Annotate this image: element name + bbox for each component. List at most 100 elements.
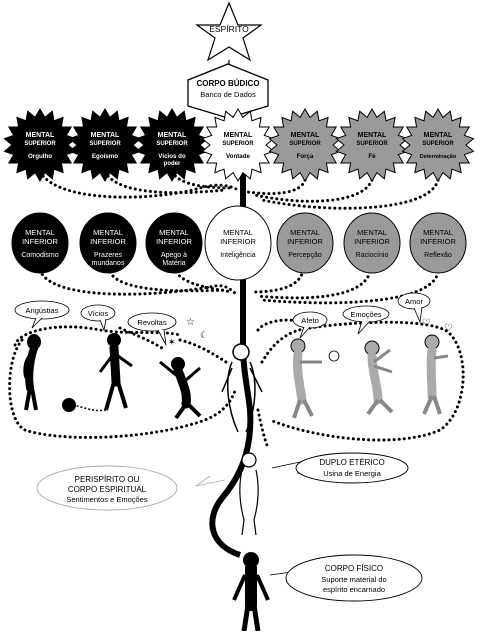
svg-text:☆: ☆ — [186, 317, 195, 328]
emotion-bubbles: Angústias Vícios Revoltas Afeto Emoções … — [14, 292, 431, 346]
node-line-1: MENTAL — [224, 132, 253, 139]
node-line-1: MENTAL — [358, 132, 387, 139]
node-line-4: poder — [164, 161, 181, 167]
node-line-3: Apego à — [161, 252, 187, 259]
mental-superior-node: MENTAL SUPERIOR Orgulho — [3, 108, 77, 182]
svg-text:Emoções: Emoções — [350, 310, 382, 319]
mental-superior-row: MENTAL SUPERIOR Orgulho MENTAL SUPERIOR Egoís… — [3, 108, 475, 182]
svg-text:CORPO ESPIRITUAL: CORPO ESPIRITUAL — [68, 485, 147, 494]
spirit-star: ESPÍRITO — [195, 1, 263, 62]
node-line-1: MENTAL — [423, 228, 453, 237]
node-line-1: MENTAL — [25, 228, 55, 237]
bubble-emocoes: Emoções — [342, 305, 390, 335]
node-line-2: INFERIOR — [220, 237, 256, 246]
jagged-star-shape — [135, 108, 209, 182]
mental-superior-node: MENTAL SUPERIOR Egoísmo — [68, 108, 142, 182]
node-line-3: Orgulho — [28, 153, 52, 160]
svg-text:CORPO FÍSICO: CORPO FÍSICO — [325, 564, 383, 573]
svg-text:♡: ♡ — [444, 323, 453, 334]
jagged-star-shape — [268, 108, 342, 182]
node-line-1: MENTAL — [357, 228, 387, 237]
svg-text:Usina de Energia: Usina de Energia — [323, 469, 381, 478]
circle-shape — [145, 212, 203, 274]
node-line-2: SUPERIOR — [24, 141, 56, 147]
figure-etheric-double — [239, 452, 259, 536]
node-line-3: Vontade — [226, 153, 251, 160]
spirit-label: ESPÍRITO — [209, 24, 249, 34]
mental-inferior-row: MENTALINFERIORComodismoMENTALINFERIORPra… — [11, 205, 467, 281]
callout-duplo-eterico: DUPLO ETÉRICO Usina de Energia — [271, 452, 409, 484]
node-line-1: MENTAL — [91, 132, 120, 139]
node-line-1: MENTAL — [424, 132, 453, 139]
node-line-1: MENTAL — [158, 132, 187, 139]
node-line-2: SUPERIOR — [222, 141, 254, 147]
node-line-1: MENTAL — [159, 228, 189, 237]
figure-affection — [290, 338, 340, 419]
node-line-2: SUPERIOR — [289, 141, 321, 147]
figures: ☆ ☾ ✶ ♡ — [23, 317, 453, 632]
svg-text:Vícios: Vícios — [88, 309, 109, 318]
svg-text:Amor: Amor — [405, 297, 423, 306]
callout-perispirito: PERISPÍRITO OU CORPO ESPIRITUAL Sentimen… — [36, 465, 226, 511]
node-line-3: Percepção — [288, 252, 322, 259]
node-line-1: MENTAL — [290, 228, 320, 237]
callout-corpo-fisico: CORPO FÍSICO Suporte material do espírit… — [269, 554, 423, 602]
node-line-3: Raciocínio — [356, 252, 389, 259]
node-line-2: INFERIOR — [22, 237, 58, 246]
node-line-3: Reflexão — [424, 252, 452, 259]
circle-shape — [276, 212, 334, 274]
bubble-vicios: Vícios — [80, 304, 116, 332]
svg-text:Angústias: Angústias — [26, 306, 59, 315]
node-line-3: Comodismo — [21, 252, 58, 259]
node-line-4: Matéria — [162, 260, 185, 267]
jagged-star-shape — [68, 108, 142, 182]
svg-text:espírito encarnado: espírito encarnado — [323, 585, 385, 594]
svg-text:Revoltas: Revoltas — [137, 318, 166, 327]
node-line-1: MENTAL — [26, 132, 55, 139]
figure-vices — [62, 333, 133, 412]
svg-text:PERISPÍRITO OU: PERISPÍRITO OU — [75, 475, 140, 484]
circle-shape — [204, 205, 272, 281]
node-line-4: mundanos — [92, 260, 125, 267]
figure-emotions — [364, 340, 394, 416]
circle-shape — [409, 212, 467, 274]
node-line-3: Determinação — [420, 154, 457, 160]
node-line-2: INFERIOR — [354, 237, 390, 246]
circle-shape — [79, 212, 137, 274]
svg-text:♡: ♡ — [422, 318, 431, 329]
figure-physical-body — [232, 552, 270, 632]
node-line-1: MENTAL — [93, 228, 123, 237]
node-line-2: INFERIOR — [287, 237, 323, 246]
bubble-angustias: Angústias — [14, 300, 70, 329]
node-line-1: MENTAL — [223, 228, 253, 237]
circle-shape — [11, 212, 69, 274]
buddhic-title: CORPO BÚDICO — [196, 79, 259, 88]
node-line-3: Fé — [368, 153, 376, 160]
node-line-2: SUPERIOR — [89, 141, 121, 147]
node-line-3: Inteligência — [220, 252, 256, 259]
node-line-3: Egoísmo — [92, 153, 118, 160]
node-line-2: SUPERIOR — [156, 141, 188, 147]
svg-text:DUPLO ETÉRICO: DUPLO ETÉRICO — [319, 458, 384, 467]
node-line-2: INFERIOR — [156, 237, 192, 246]
bubble-revoltas: Revoltas — [127, 312, 177, 346]
node-line-1: MENTAL — [291, 132, 320, 139]
svg-text:Sentimentos e Emoções: Sentimentos e Emoções — [66, 495, 148, 504]
jagged-star-shape — [201, 108, 275, 182]
bubble-amor: Amor — [397, 292, 431, 324]
figure-love: ♡ ♡ — [422, 318, 453, 415]
jagged-star-shape — [3, 108, 77, 182]
bubble-afeto: Afeto — [292, 311, 328, 339]
circle-shape — [343, 212, 401, 274]
figure-revolt: ☆ ☾ ✶ — [159, 317, 208, 420]
